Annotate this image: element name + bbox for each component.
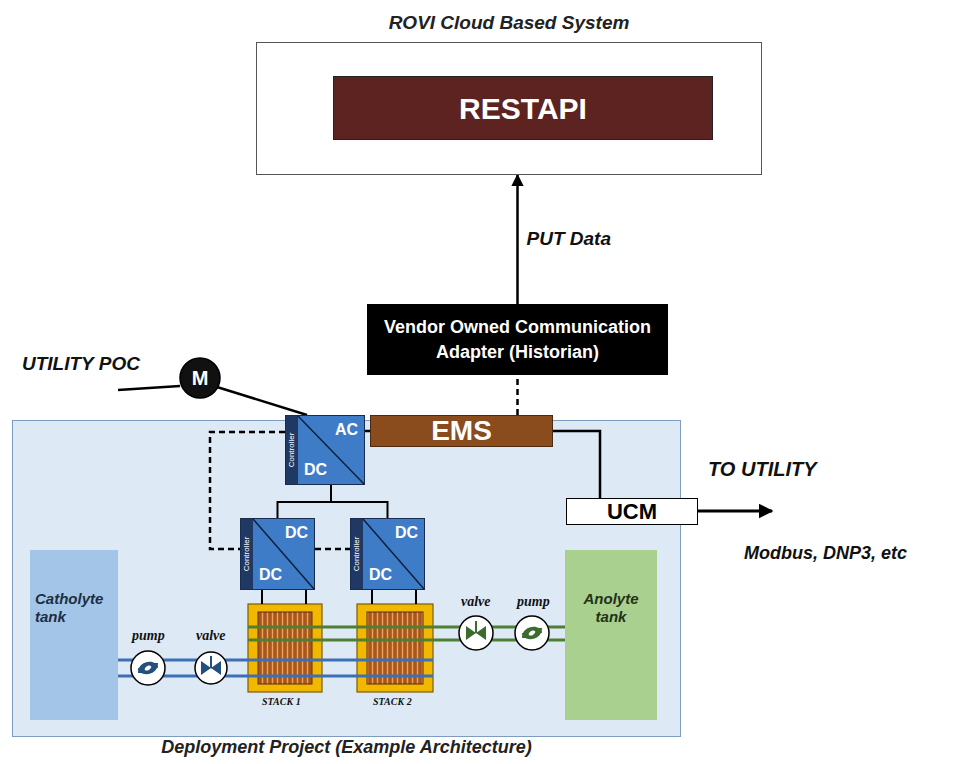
ucm-box: UCM bbox=[566, 498, 698, 525]
dc-bus-line bbox=[278, 485, 332, 518]
controller-strip bbox=[286, 416, 298, 484]
pipe bbox=[118, 659, 433, 662]
converter-side-label: DC bbox=[285, 524, 308, 542]
data-arrow bbox=[516, 175, 519, 304]
valve-symbol bbox=[195, 652, 227, 684]
cloud-system-box: ROVI Cloud Based SystemRESTAPI bbox=[256, 42, 762, 175]
lead-wire bbox=[371, 590, 373, 604]
lead-wire bbox=[261, 590, 263, 604]
ucm-label: UCM bbox=[607, 501, 657, 523]
stack-label: STACK 2 bbox=[373, 696, 412, 707]
converter-side-label: DC bbox=[395, 524, 418, 542]
api-label: RESTAPI bbox=[459, 92, 587, 125]
stack-1 bbox=[248, 604, 322, 692]
pump-label: pump bbox=[517, 594, 550, 609]
meter-label: M bbox=[192, 368, 209, 388]
controller-label: Controller bbox=[243, 537, 251, 572]
tank-label: Anolyte tank bbox=[569, 590, 653, 626]
controller-label: Controller bbox=[353, 537, 361, 572]
valve-symbol bbox=[459, 616, 493, 650]
pipe bbox=[118, 675, 433, 678]
controller-label: Controller bbox=[288, 433, 296, 468]
controller-strip bbox=[351, 519, 363, 589]
deployment-box: Deployment Project (Example Architecture… bbox=[12, 420, 681, 737]
adapter-label: Vendor Owned Communication Adapter (Hist… bbox=[375, 315, 660, 364]
protocol-label: Modbus, DNP3, etc bbox=[744, 544, 907, 564]
ems-label: EMS bbox=[431, 417, 492, 445]
lead-wire bbox=[415, 590, 417, 604]
controller-strip bbox=[241, 519, 253, 589]
valve-label: valve bbox=[196, 628, 226, 643]
deployment-caption: Deployment Project (Example Architecture… bbox=[13, 738, 680, 758]
converter-side-label: DC bbox=[369, 566, 392, 584]
adapter-box: Vendor Owned Communication Adapter (Hist… bbox=[367, 304, 668, 375]
stack-cells bbox=[367, 612, 423, 684]
anolyte-tank: Anolyte tank bbox=[565, 550, 657, 720]
stack-frame bbox=[248, 604, 322, 692]
meter-node: M bbox=[179, 357, 221, 399]
power-line bbox=[217, 387, 307, 415]
edge-label: PUT Data bbox=[527, 229, 611, 250]
utility-line bbox=[118, 386, 180, 390]
lead-wire bbox=[305, 590, 307, 604]
pump-label: pump bbox=[132, 628, 165, 643]
utility-label: TO UTILITY bbox=[708, 458, 817, 480]
link-line bbox=[553, 431, 600, 498]
stack-leads bbox=[262, 590, 416, 604]
stack-label: STACK 1 bbox=[262, 696, 301, 707]
system-title: ROVI Cloud Based System bbox=[257, 13, 761, 34]
catholyte-tank: Catholyte tank bbox=[30, 550, 118, 720]
dashed-link bbox=[516, 375, 519, 415]
converter-side-label: DC bbox=[304, 461, 327, 479]
ems-box: EMS bbox=[370, 415, 553, 447]
poc-label: UTILITY POC bbox=[22, 354, 140, 375]
valve-label: valve bbox=[461, 594, 491, 609]
converter-side-label: AC bbox=[335, 421, 358, 439]
stack-2 bbox=[357, 604, 433, 692]
dc-dc-converter: ControllerDCDC bbox=[240, 518, 315, 590]
api-box: RESTAPI bbox=[333, 76, 713, 140]
dc-bus-line bbox=[331, 485, 388, 518]
control-link bbox=[315, 548, 350, 551]
converter-diagonal bbox=[253, 519, 314, 589]
converter-diagonal bbox=[298, 416, 364, 484]
pump-symbol bbox=[515, 616, 549, 650]
utility-arrow bbox=[698, 510, 772, 513]
converter-diagonal bbox=[363, 519, 424, 589]
converter-side-label: DC bbox=[259, 566, 282, 584]
ac-dc-converter: Controller AC DC bbox=[285, 415, 365, 485]
meter-circle bbox=[180, 358, 220, 398]
pump-symbol bbox=[131, 651, 165, 685]
dc-dc-converter: ControllerDCDC bbox=[350, 518, 425, 590]
tank-label: Catholyte tank bbox=[35, 590, 115, 626]
stack-cells bbox=[258, 612, 312, 684]
stack-frame bbox=[357, 604, 433, 692]
